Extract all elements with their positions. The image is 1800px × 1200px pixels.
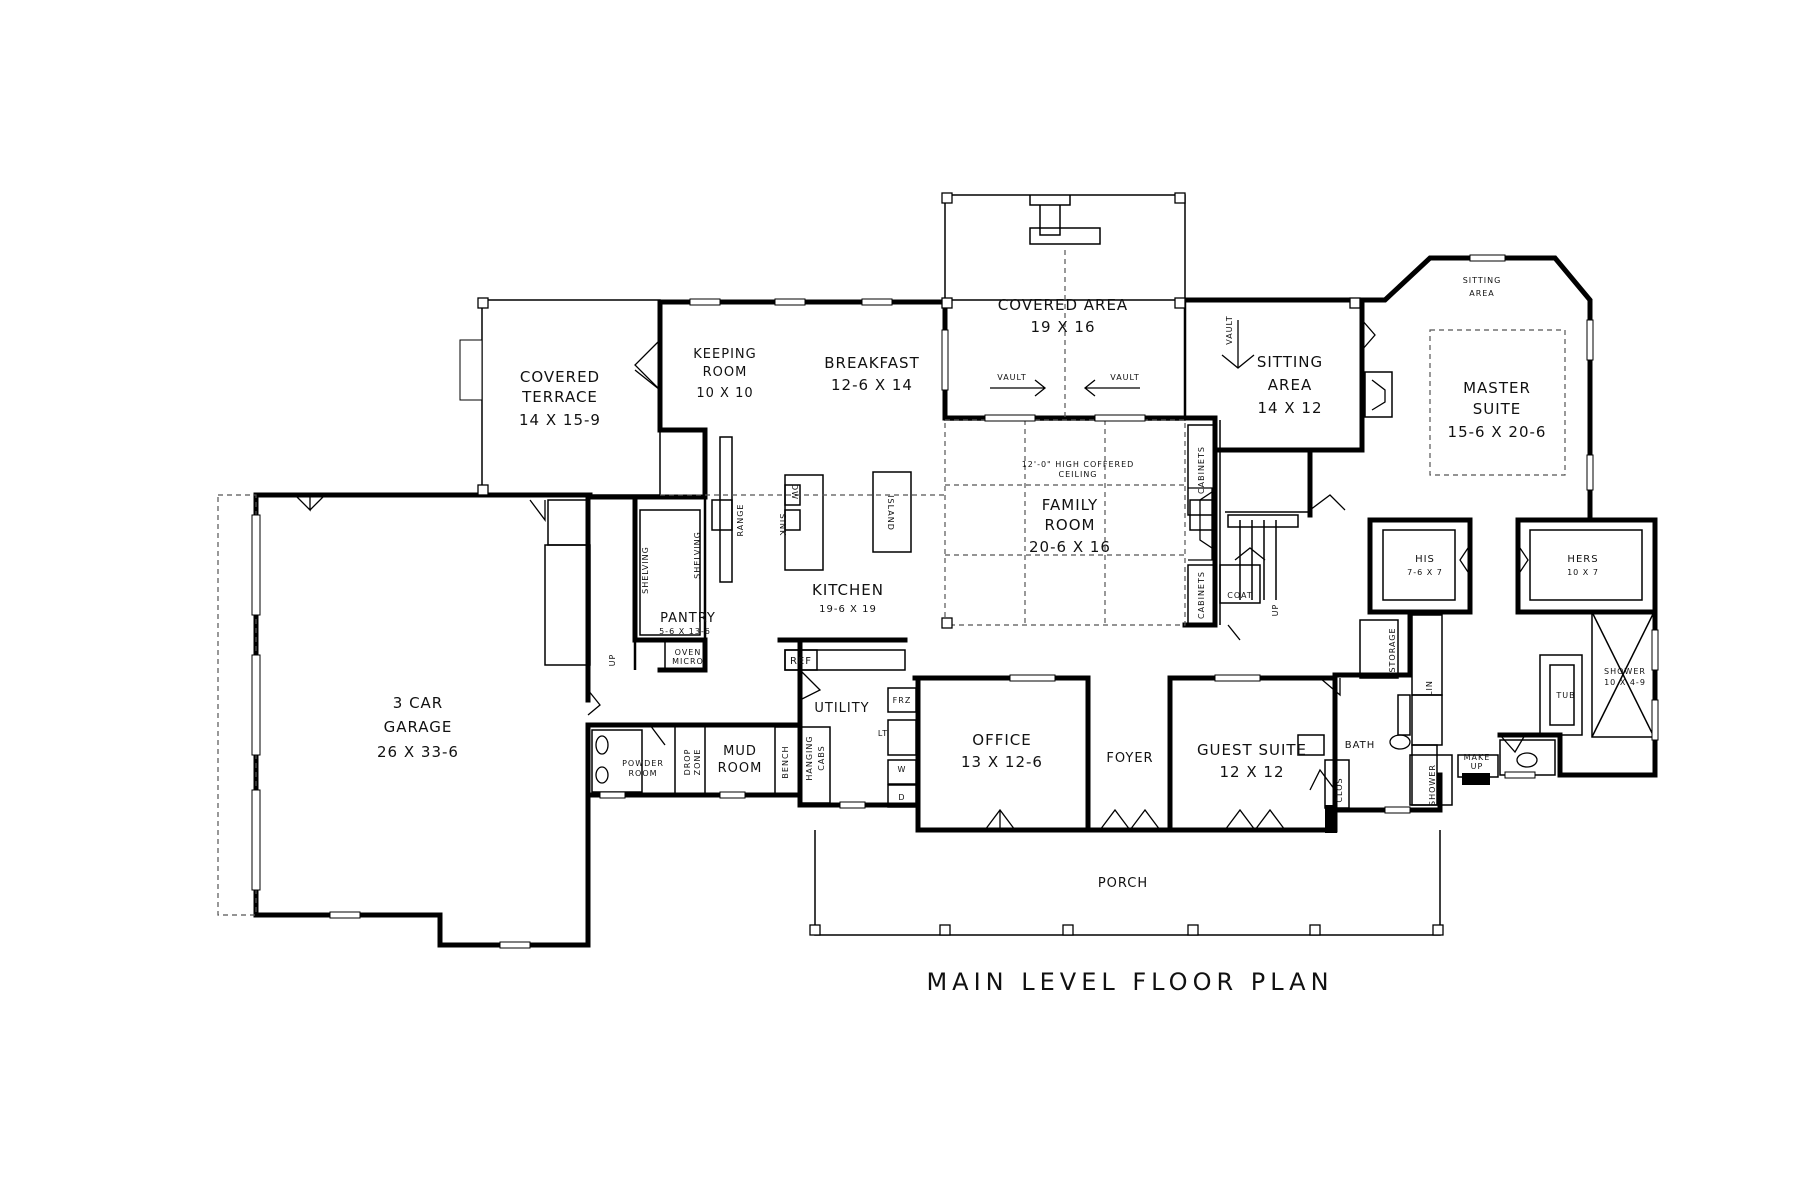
keeping-room-size: 10 X 10 xyxy=(696,386,753,401)
clos-label: CLOS xyxy=(1335,777,1344,802)
ref-label: REF xyxy=(790,656,812,667)
his-size: 7-6 X 7 xyxy=(1407,568,1443,577)
covered-area-size: 19 X 16 xyxy=(1031,318,1096,336)
fixture-labels: VAULT VAULT VAULT SINK DW ISLAND RANGE S… xyxy=(608,315,1646,806)
coat-label: COAT xyxy=(1227,591,1252,600)
family-room-note-1: 12'-0" HIGH COFFERED xyxy=(1022,460,1135,469)
garage-name-2: GARAGE xyxy=(384,718,453,736)
drop-label: DROP xyxy=(683,749,692,776)
garage-size: 26 X 33-6 xyxy=(377,743,459,761)
dw-label: DW xyxy=(790,484,799,500)
sink-label: SINK xyxy=(778,514,787,537)
covered-terrace-name-1: COVERED xyxy=(520,368,600,386)
bench-label: BENCH xyxy=(781,745,790,778)
shelving-label-2: SHELVING xyxy=(641,546,650,594)
master-shower-size: 10 X 4-9 xyxy=(1604,678,1646,687)
sitting-area-name-2: AREA xyxy=(1268,376,1312,394)
up-label-1: UP xyxy=(608,654,617,667)
hers-size: 10 X 7 xyxy=(1567,568,1599,577)
keeping-room-name-2: ROOM xyxy=(703,365,748,380)
make-label: MAKE xyxy=(1464,753,1491,762)
shelving-label-1: SHELVING xyxy=(693,531,702,579)
doors xyxy=(293,319,1529,831)
master-sitting-name-2: AREA xyxy=(1469,289,1495,298)
up-label-2: UP xyxy=(1271,604,1280,617)
vault-label-1: VAULT xyxy=(997,373,1027,382)
lin-label: LIN xyxy=(1425,680,1434,696)
frz-label: FRZ xyxy=(893,696,912,705)
cabinets-label-1: CABINETS xyxy=(1197,446,1206,494)
guest-suite-size: 12 X 12 xyxy=(1220,763,1285,781)
master-shower-label: SHOWER xyxy=(1604,667,1646,676)
sitting-area-name-1: SITTING xyxy=(1257,353,1323,371)
powder-room-name-1: POWDER xyxy=(622,759,664,768)
kitchen-name: KITCHEN xyxy=(812,581,884,599)
covered-terrace-name-2: TERRACE xyxy=(521,388,598,406)
zone-label: ZONE xyxy=(693,749,702,776)
breakfast-size: 12-6 X 14 xyxy=(831,376,913,394)
storage-label: STORAGE xyxy=(1388,627,1397,672)
guest-suite-name: GUEST SUITE xyxy=(1197,741,1307,759)
office-size: 13 X 12-6 xyxy=(961,753,1043,771)
office-name: OFFICE xyxy=(972,731,1031,749)
pantry-name: PANTRY xyxy=(660,611,716,626)
make-up-label: UP xyxy=(1471,762,1484,771)
tub-label: TUB xyxy=(1555,691,1575,700)
covered-terrace-size: 14 X 15-9 xyxy=(519,411,601,429)
vault-label-3: VAULT xyxy=(1225,315,1234,345)
foyer-name: FOYER xyxy=(1106,751,1153,766)
master-sitting-name-1: SITTING xyxy=(1463,276,1502,285)
wall-fills xyxy=(1325,773,1490,833)
porch-structure xyxy=(809,830,1444,936)
mud-room-name-2: ROOM xyxy=(718,761,763,776)
master-suite-name-1: MASTER xyxy=(1463,379,1531,397)
island-label: ISLAND xyxy=(886,495,895,531)
w-label: W xyxy=(898,765,907,774)
range-label: RANGE xyxy=(736,504,745,537)
covered-area-name: COVERED AREA xyxy=(998,296,1128,314)
micro-label: MICRO xyxy=(672,657,704,666)
mud-room-name-1: MUD xyxy=(723,744,757,759)
diagram-title: MAIN LEVEL FLOOR PLAN xyxy=(926,968,1333,996)
cabinets-label-2: CABINETS xyxy=(1197,571,1206,619)
powder-room-name-2: ROOM xyxy=(628,769,657,778)
dashed-lines xyxy=(217,250,1186,916)
hers-name: HERS xyxy=(1567,554,1598,565)
kitchen-size: 19-6 X 19 xyxy=(819,604,877,615)
family-room-note-2: CEILING xyxy=(1059,470,1098,479)
vault-arrows xyxy=(990,320,1393,561)
cabs-label: CABS xyxy=(817,745,826,770)
family-room-name-1: FAMILY xyxy=(1042,496,1098,514)
master-suite-size: 15-6 X 20-6 xyxy=(1448,423,1547,441)
column-posts xyxy=(477,192,1361,629)
guest-shower-label: SHOWER xyxy=(1428,764,1437,806)
utility-name: UTILITY xyxy=(814,701,869,716)
family-room-name-2: ROOM xyxy=(1045,516,1096,534)
windows xyxy=(251,254,1659,949)
bath-name: BATH xyxy=(1345,740,1376,751)
garage-name-1: 3 CAR xyxy=(393,694,443,712)
his-name: HIS xyxy=(1415,554,1435,565)
oven-label: OVEN xyxy=(675,648,702,657)
lt-label: LT xyxy=(878,729,888,738)
sitting-area-size: 14 X 12 xyxy=(1258,399,1323,417)
hanging-label: HANGING xyxy=(805,735,814,780)
master-suite-name-2: SUITE xyxy=(1473,400,1522,418)
breakfast-name: BREAKFAST xyxy=(824,354,919,372)
pantry-size: 5-6 X 13-6 xyxy=(659,627,711,636)
d-label: D xyxy=(898,793,905,802)
keeping-room-name-1: KEEPING xyxy=(693,347,756,362)
family-room-size: 20-6 X 16 xyxy=(1029,538,1111,556)
porch-name: PORCH xyxy=(1098,876,1148,891)
room-labels: COVERED AREA 19 X 16 COVERED TERRACE 14 … xyxy=(377,276,1599,891)
vault-label-2: VAULT xyxy=(1110,373,1140,382)
